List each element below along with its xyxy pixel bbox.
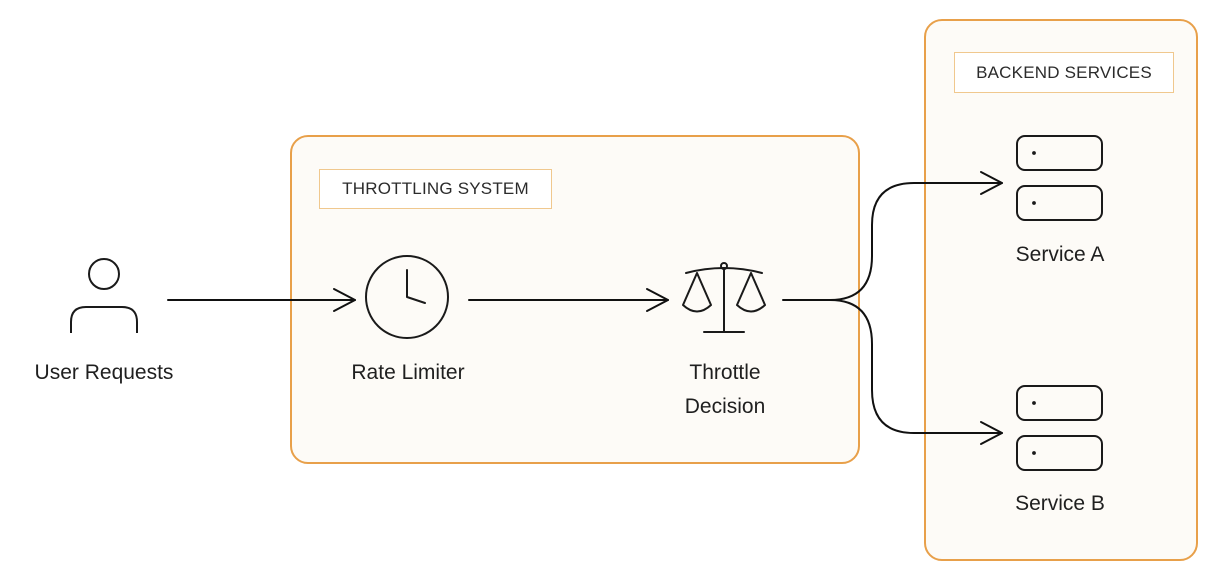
arrowhead-rate-limiter xyxy=(333,288,356,312)
arrowhead-service-a xyxy=(980,171,1003,195)
rate-limiter-label: Rate Limiter xyxy=(351,361,465,384)
user-icon xyxy=(70,258,138,333)
arrowhead-throttle xyxy=(646,288,669,312)
arrowhead-service-b xyxy=(980,421,1003,445)
throttle-decision-label: Throttle Decision xyxy=(684,361,766,418)
service-b-label: Service B xyxy=(1015,492,1105,515)
scale-icon xyxy=(682,262,766,333)
server-a-icon xyxy=(1016,135,1103,221)
throttling-system-title: THROTTLING SYSTEM xyxy=(319,169,552,209)
clock-icon xyxy=(365,255,449,339)
service-a-label: Service A xyxy=(1015,243,1105,266)
backend-services-title: BACKEND SERVICES xyxy=(954,52,1174,93)
server-b-icon xyxy=(1016,385,1103,471)
edge-throttle-to-service-b xyxy=(829,299,1003,434)
user-requests-label: User Requests xyxy=(34,361,174,384)
edge-throttle-to-service-a xyxy=(782,182,1003,301)
